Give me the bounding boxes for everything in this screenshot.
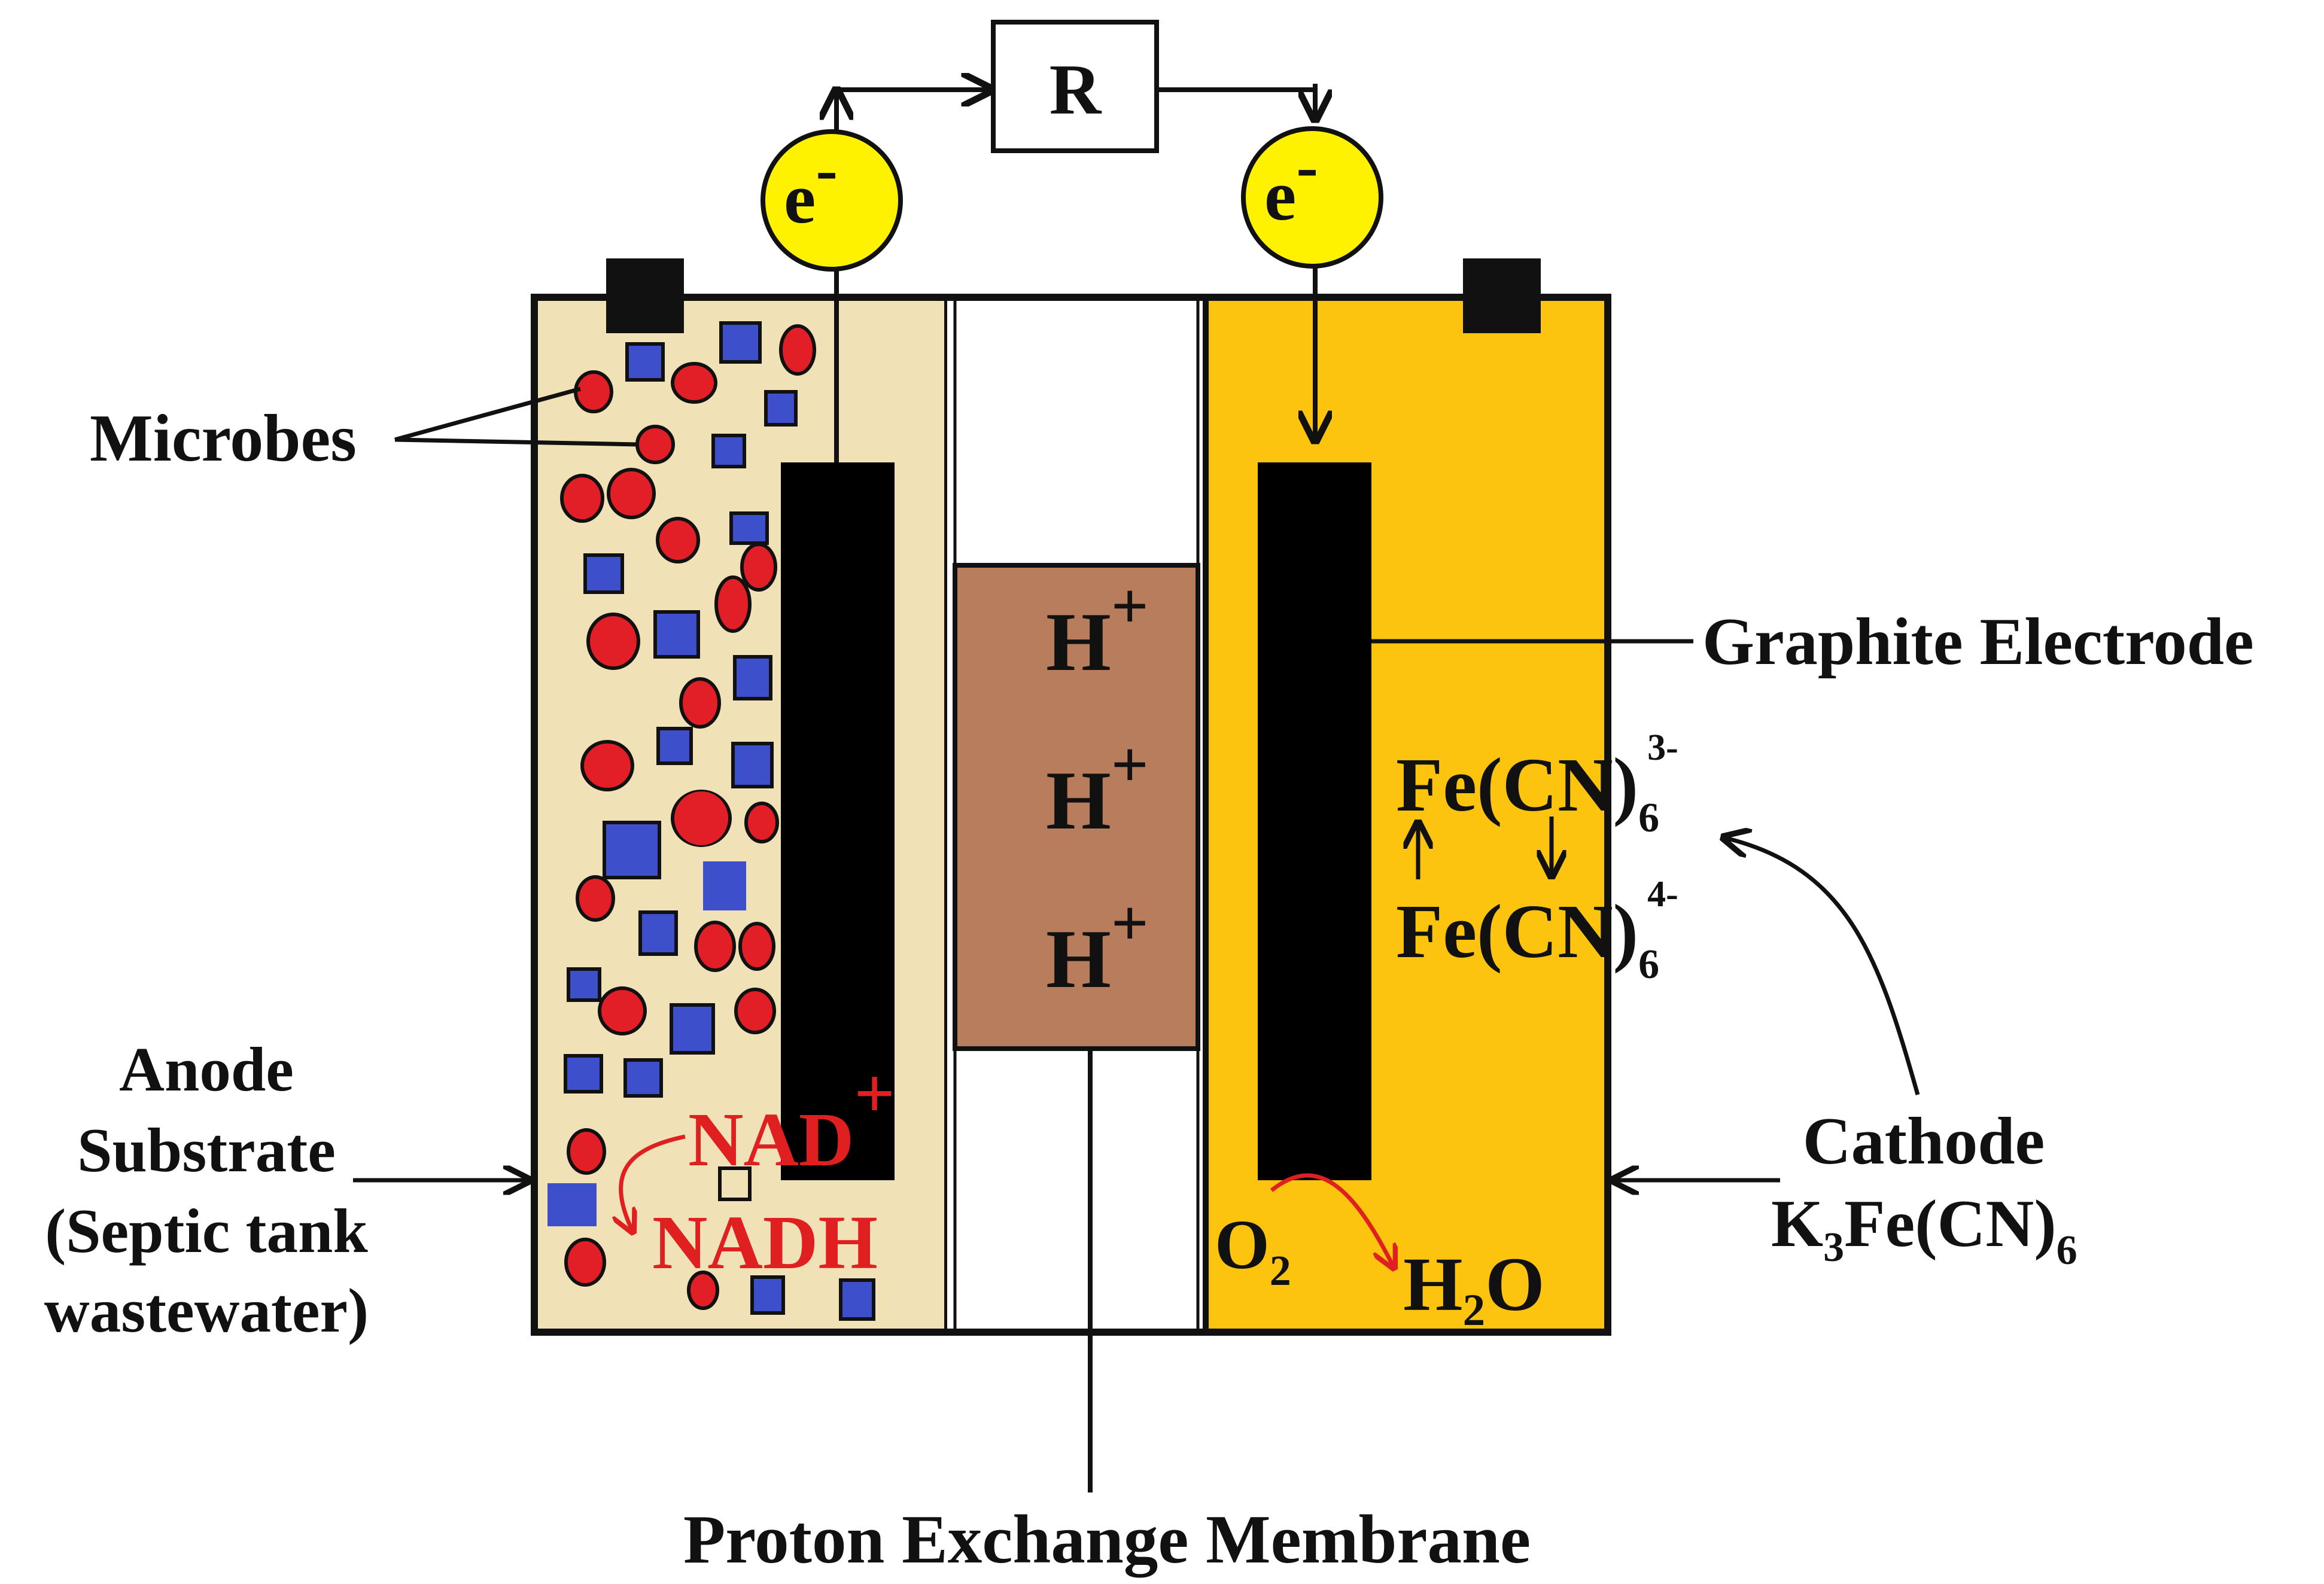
microbe xyxy=(607,468,656,519)
anode-nad-reaction: NAD+ NADH xyxy=(621,1053,895,1285)
microbes-callout: Microbes xyxy=(90,386,638,476)
oxygen-reduction-arrow xyxy=(1270,1173,1394,1268)
substrate-particle-free xyxy=(703,861,746,910)
substrate-particle xyxy=(750,1275,785,1315)
microbe xyxy=(738,922,775,971)
substrate-particle xyxy=(670,1003,715,1055)
substrate-particle xyxy=(764,390,798,427)
microbe xyxy=(560,474,604,523)
microbe xyxy=(586,613,640,670)
electron-left-circle xyxy=(761,129,903,272)
proton-h-2: H+ xyxy=(1046,728,1149,847)
microbe xyxy=(574,370,613,413)
cathode-formula: K3Fe(CN)6 xyxy=(1771,1187,2077,1274)
oxygen: O2 xyxy=(1215,1205,1291,1294)
microbe xyxy=(687,1271,719,1310)
substrate-particle xyxy=(583,553,624,594)
substrate-particle xyxy=(733,655,772,700)
ferricyanide: Fe(CN)63- xyxy=(1396,727,1678,841)
microbes-label: Microbes xyxy=(90,401,357,476)
anode-terminal xyxy=(606,258,684,333)
electron-right: e- xyxy=(1241,126,1383,269)
substrate-particle xyxy=(729,511,769,545)
cathode-callout: Cathode K3Fe(CN)6 xyxy=(1613,837,2077,1274)
anode-substrate-line-2: Substrate xyxy=(77,1115,336,1185)
water: H2O xyxy=(1403,1242,1545,1335)
resistor-box xyxy=(991,20,1159,153)
graphite-electrode-callout: Graphite Electrode xyxy=(1371,605,2254,679)
microbe xyxy=(779,324,816,376)
cathode-terminal xyxy=(1463,258,1541,333)
microbe-layer xyxy=(560,324,816,1310)
microbe xyxy=(679,677,721,729)
cathode-graphite-electrode xyxy=(1258,462,1371,1180)
substrate-particle-free xyxy=(547,1183,597,1226)
substrate-particle xyxy=(653,610,700,659)
substrate-particle xyxy=(656,727,693,765)
membrane-block xyxy=(953,563,1200,1051)
microbe xyxy=(567,1128,606,1175)
graphite-electrode-label: Graphite Electrode xyxy=(1702,605,2254,679)
substrate-particle xyxy=(719,321,762,364)
microbe xyxy=(694,921,736,972)
membrane-label: Proton Exchange Membrane xyxy=(683,1501,1531,1577)
microbe xyxy=(734,988,776,1034)
electron-left: e- xyxy=(761,129,903,272)
substrate-particle xyxy=(711,434,746,468)
microbe xyxy=(671,362,717,404)
electrodes xyxy=(781,462,1371,1180)
microbe xyxy=(576,875,615,922)
microbe xyxy=(564,1238,606,1287)
microbe xyxy=(714,575,752,633)
microbe xyxy=(744,802,779,843)
microbe xyxy=(598,986,647,1035)
substrate-layer xyxy=(547,321,875,1321)
cell-outline xyxy=(531,294,1611,1336)
cathode-redox: Fe(CN)63- Fe(CN)64- O2 H2O xyxy=(1215,727,1678,1335)
substrate-particle xyxy=(731,742,774,788)
microbes-leader-1 xyxy=(394,386,581,442)
microbe xyxy=(740,543,777,592)
anode-substrate-line-4: wastewater) xyxy=(44,1275,369,1345)
electron-left-label: e- xyxy=(784,133,838,238)
electron-right-label: e- xyxy=(1264,130,1318,235)
proton-h-3: H+ xyxy=(1046,887,1149,1006)
substrate-particle xyxy=(567,967,601,1002)
microbe xyxy=(656,517,700,563)
microbes-leader-2 xyxy=(394,437,638,447)
nad-reduction-arrow xyxy=(621,1134,686,1232)
substrate-particle xyxy=(603,821,661,879)
ferrocyanide: Fe(CN)64- xyxy=(1396,874,1678,988)
external-circuit: R e- e- xyxy=(761,20,1383,462)
substrate-particle xyxy=(623,1058,663,1098)
substrate-particle-outline xyxy=(718,1166,752,1201)
substrate-particle xyxy=(638,910,678,956)
cathode-label: Cathode xyxy=(1803,1104,2045,1178)
nad-label: NAD+ xyxy=(688,1053,895,1182)
microbe xyxy=(580,740,634,791)
substrate-particle xyxy=(839,1278,875,1321)
anode-substrate-line-1: Anode xyxy=(119,1034,294,1104)
anode-graphite-electrode xyxy=(781,462,895,1180)
cathode-curved-arrow xyxy=(1723,837,1920,1095)
proton-exchange-membrane: H+ H+ H+ Proton Exchange Membrane xyxy=(683,563,1531,1577)
resistor-label: R xyxy=(1050,50,1102,129)
nadh-label: NADH xyxy=(652,1200,878,1285)
electron-right-circle xyxy=(1241,126,1383,269)
substrate-particle xyxy=(625,342,665,382)
anode-substrate-line-3: (Septic tank xyxy=(45,1196,368,1266)
microbe-free xyxy=(674,791,728,845)
substrate-particle xyxy=(564,1054,603,1093)
anode-substrate-callout: Anode Substrate (Septic tank wastewater) xyxy=(44,1034,530,1345)
microbe xyxy=(635,425,675,464)
proton-h-1: H+ xyxy=(1046,569,1149,689)
